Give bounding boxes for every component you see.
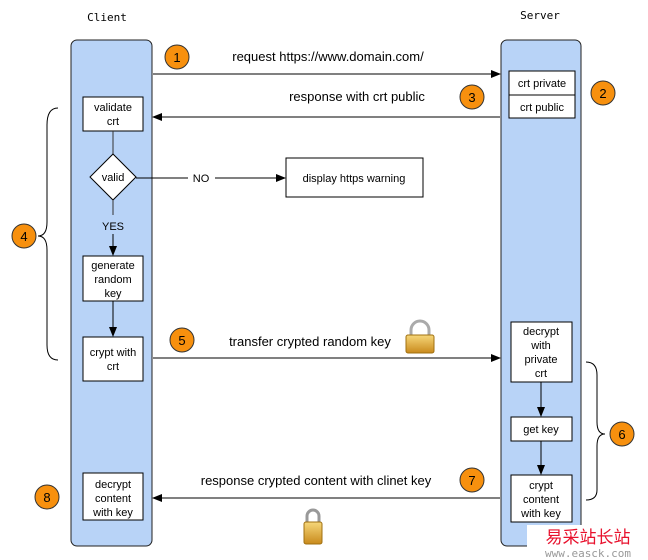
validate-crt-box: validate crt [82, 96, 144, 132]
svg-text:7: 7 [468, 473, 475, 488]
svg-text:4: 4 [20, 229, 27, 244]
crypt-with-crt-box: crypt with crt [82, 336, 144, 382]
svg-text:crt private: crt private [518, 78, 566, 90]
svg-text:2: 2 [599, 86, 606, 101]
svg-text:3: 3 [468, 90, 475, 105]
crypt-content-box: crypt content with key [510, 474, 573, 523]
svg-text:get key: get key [523, 424, 559, 436]
step-badge-5: 5 [169, 327, 195, 353]
step-badge-4: 4 [11, 223, 37, 249]
transfer-message: transfer crypted random key [229, 334, 391, 349]
svg-text:content: content [95, 493, 131, 505]
step-badge-1: 1 [164, 44, 190, 70]
step-badge-6: 6 [609, 421, 635, 447]
brace-step-6 [585, 361, 606, 501]
svg-text:www.easck.com: www.easck.com [545, 547, 631, 560]
decrypt-content-box: decrypt content with key [82, 472, 144, 521]
client-lane-title: Client [87, 11, 127, 24]
crt-private-box: crt private [508, 70, 576, 96]
svg-text:valid: valid [102, 172, 125, 184]
svg-text:with key: with key [92, 507, 133, 519]
svg-text:crt: crt [535, 368, 547, 380]
step-badge-7: 7 [459, 467, 485, 493]
svg-text:crypt with: crypt with [90, 347, 136, 359]
lock-icon [303, 508, 323, 545]
svg-text:content: content [523, 494, 559, 506]
svg-text:key: key [104, 288, 122, 300]
content-message: response crypted content with clinet key [201, 473, 432, 488]
crt-public-box: crt public [508, 94, 576, 119]
brace-step-4 [37, 107, 59, 361]
server-lane-title: Server [520, 9, 560, 22]
get-key-box: get key [510, 416, 573, 442]
svg-text:decrypt: decrypt [523, 326, 559, 338]
svg-text:decrypt: decrypt [95, 479, 131, 491]
step-badge-8: 8 [34, 484, 60, 510]
svg-text:validate: validate [94, 102, 132, 114]
svg-text:crt: crt [107, 116, 119, 128]
generate-random-key-box: generate random key [82, 255, 144, 302]
https-warning-box: display https warning [285, 157, 424, 198]
svg-text:private: private [524, 354, 557, 366]
response-message: response with crt public [289, 89, 425, 104]
svg-text:crt: crt [107, 361, 119, 373]
step-badge-3: 3 [459, 84, 485, 110]
decrypt-private-crt-box: decrypt with private crt [510, 321, 573, 383]
no-label: NO [193, 173, 210, 185]
svg-text:generate: generate [91, 260, 134, 272]
watermark: 易采站长站 www.easck.com [527, 525, 648, 560]
step-badge-2: 2 [590, 80, 616, 106]
svg-text:display https warning: display https warning [303, 173, 406, 185]
svg-text:crypt: crypt [529, 480, 553, 492]
svg-text:易采站长站: 易采站长站 [546, 528, 631, 548]
svg-text:5: 5 [178, 333, 185, 348]
svg-text:random: random [94, 274, 131, 286]
request-message: request https://www.domain.com/ [232, 49, 424, 64]
svg-text:6: 6 [618, 427, 625, 442]
svg-text:crt public: crt public [520, 102, 565, 114]
yes-label: YES [102, 221, 124, 233]
svg-text:8: 8 [43, 490, 50, 505]
svg-text:1: 1 [173, 50, 180, 65]
svg-text:with: with [530, 340, 551, 352]
svg-text:with key: with key [520, 508, 561, 520]
lock-icon [405, 319, 435, 354]
